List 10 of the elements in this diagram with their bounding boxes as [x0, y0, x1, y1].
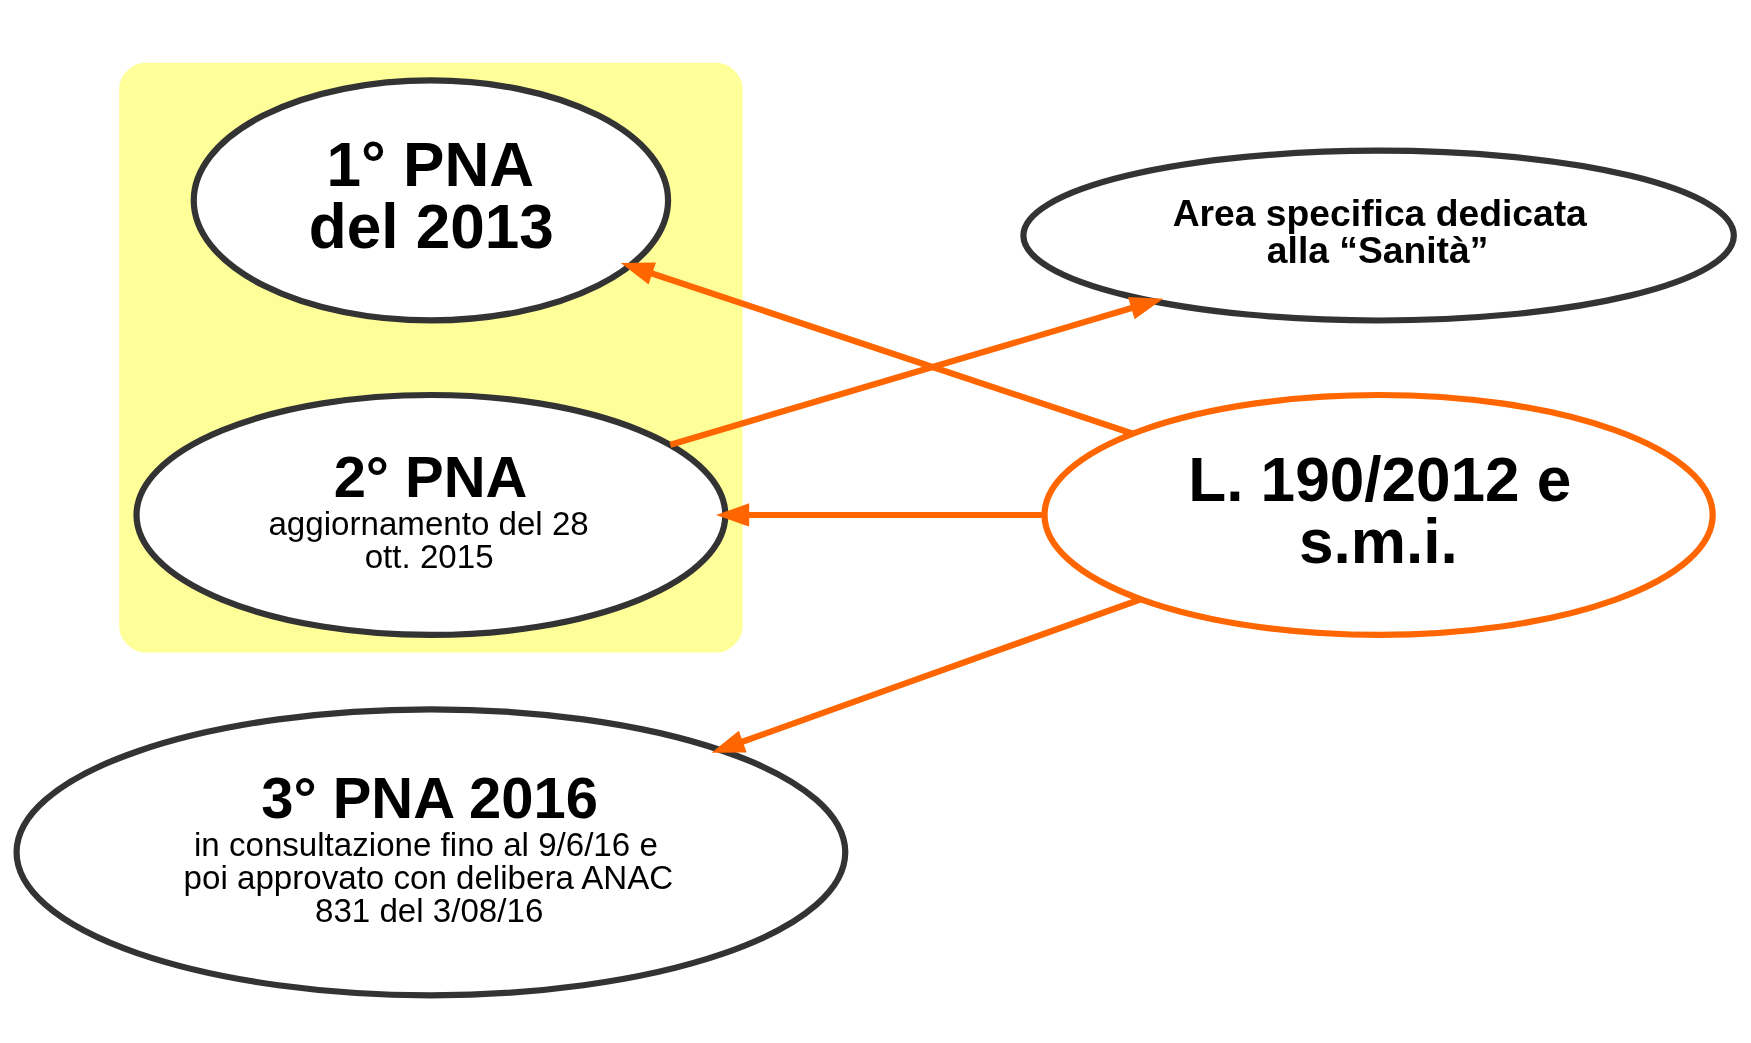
node-ellipse: L. 190/2012 e s.m.i.	[1041, 391, 1716, 639]
arrow	[716, 503, 1045, 527]
node-ellipse: 2° PNA aggiornamento del 28 ott. 2015	[133, 391, 729, 639]
node-ellipse: 3° PNA 2016 in consultazione fino al 9/6/16 e poi approvato con delibera ANAC 831 del 3/08/16	[13, 706, 849, 999]
arrow	[669, 297, 1164, 448]
node-ellipse: 1° PNA del 2013	[190, 77, 672, 324]
arrow	[711, 596, 1142, 753]
cluster	[119, 62, 743, 653]
arrow	[620, 262, 1134, 437]
node-ellipse: Area specifica dedicata alla “Sanità”	[1020, 147, 1737, 324]
